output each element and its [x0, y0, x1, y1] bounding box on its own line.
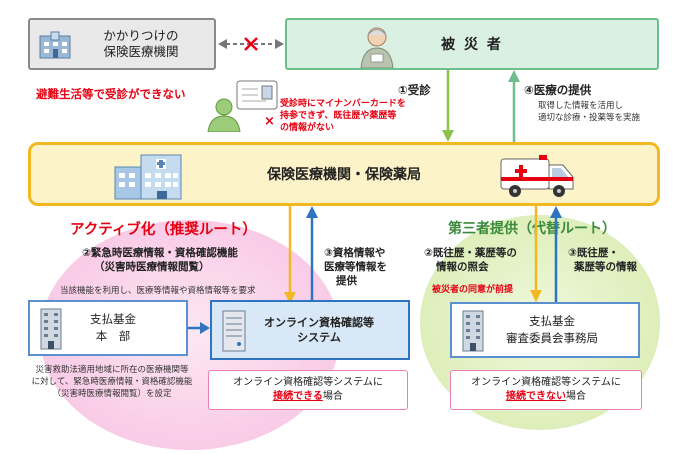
cannot-visit-text: 避難生活等で受診ができない [36, 87, 186, 101]
online-system-line2: システム [297, 331, 341, 344]
committee-building-icon [462, 310, 484, 356]
online-system-line1: オンライン資格確認等 [264, 316, 374, 329]
visit-label: ①受診 [398, 83, 431, 97]
alternative-route-title: 第三者提供（代替ルート） [448, 221, 616, 237]
hospital-icon [38, 30, 72, 64]
card-note-line3: の情報がない [280, 123, 335, 133]
hospital-building-icon [111, 151, 185, 205]
left-step3-line1: ③資格情報や [324, 247, 386, 259]
mynumber-card-icon [236, 80, 278, 114]
right-step3-label: ③既往歴・ 薬歴等の情報 [568, 246, 637, 274]
card-note: 受診時にマイナンバーカードを 持参できず、既往歴や薬歴等 の情報がない [280, 98, 406, 134]
fund-note-line1: 災害救助法適用地域に所在の医療機関等 [35, 365, 189, 375]
fund-hq-box: 支払基金 本 部 [28, 300, 188, 356]
care-arrow [508, 70, 520, 142]
fund-hq-line1: 支払基金 [90, 312, 136, 326]
connectable-rest: 場合 [322, 391, 343, 402]
care-label: ④医療の提供 [524, 83, 592, 97]
victim-label: 被 災 者 [441, 37, 503, 53]
left-step2-line1: ②緊急時医療情報・資格確認機能 [82, 247, 238, 259]
not-connectable-strong: 接続できない [505, 391, 566, 402]
not-connectable-rest: 場合 [565, 391, 586, 402]
medical-institution-label: 保険医療機関・保険薬局 [267, 167, 421, 183]
left-step3-line2: 医療等情報を [324, 261, 387, 273]
medical-institution-box: 保険医療機関・保険薬局 [28, 142, 660, 206]
not-connectable-line1: オンライン資格確認等システムに [471, 377, 621, 388]
care-note-line2: 適切な診療・投薬等を実施 [538, 113, 641, 123]
committee-line2: 審査委員会事務局 [506, 331, 598, 345]
online-system-box: オンライン資格確認等 システム [210, 300, 410, 360]
not-connectable-box: オンライン資格確認等システムに 接続できない場合 [450, 370, 642, 410]
left-request-arrow [284, 206, 296, 304]
clinic-label-line2: 保険医療機関 [103, 44, 179, 59]
right-step2-line1: ②既往歴・薬歴等の [424, 247, 517, 259]
left-response-arrow [306, 206, 318, 304]
right-step3-line2: 薬歴等の情報 [574, 261, 637, 273]
fund-note: 災害救助法適用地域に所在の医療機関等 に対して、緊急時医療情報・資格確認機能 （… [24, 364, 200, 400]
right-step3-line1: ③既往歴・ [568, 247, 619, 259]
left-step3-line3: 提供 [336, 275, 357, 287]
left-step2-label: ②緊急時医療情報・資格確認機能 （災害時医療情報閲覧） [82, 246, 238, 274]
office-building-icon [40, 308, 62, 354]
right-request-arrow [530, 206, 542, 302]
victim-box: 被 災 者 [285, 18, 659, 70]
recommended-route-title: アクティブ化（推奨ルート） [70, 222, 257, 238]
care-note: 取得した情報を活用し 適切な診療・投薬等を実施 [538, 100, 640, 124]
card-note-line1: 受診時にマイナンバーカードを [280, 99, 406, 109]
fund-to-system-arrow [188, 322, 210, 334]
clinic-box: かかりつけの 保険医療機関 [28, 18, 216, 70]
connectable-strong: 接続できる [273, 391, 323, 402]
consent-note: 被災者の同意が前提 [432, 285, 514, 295]
left-step3-label: ③資格情報や 医療等情報を 提供 [324, 246, 387, 288]
cross-mark-icon: × [264, 114, 275, 129]
connectable-line1: オンライン資格確認等システムに [233, 377, 383, 388]
fund-hq-line2: 本 部 [95, 329, 131, 343]
card-note-line2: 持参できず、既往歴や薬歴等 [280, 111, 397, 121]
connectable-box: オンライン資格確認等システムに 接続できる場合 [208, 370, 408, 410]
committee-box: 支払基金 審査委員会事務局 [450, 302, 640, 358]
no-access-arrow [218, 37, 284, 51]
right-step2-label: ②既往歴・薬歴等の 情報の照会 [424, 246, 517, 274]
ambulance-icon [499, 153, 575, 203]
committee-line1: 支払基金 [529, 314, 575, 328]
fund-note-line2: に対して、緊急時医療情報・資格確認機能 [31, 377, 193, 387]
right-response-arrow [550, 206, 562, 302]
right-step2-line2: 情報の照会 [436, 261, 489, 273]
server-icon [222, 310, 246, 356]
clinic-label-line1: かかりつけの [103, 28, 179, 43]
care-note-line1: 取得した情報を活用し [538, 101, 624, 111]
elderly-person-icon [357, 24, 397, 72]
left-step2-line2: （災害時医療情報閲覧） [94, 261, 210, 273]
left-step2-note: 当該機能を利用し、医療等情報や資格情報等を要求 [60, 286, 256, 296]
person-icon [206, 98, 242, 136]
visit-arrow [442, 70, 454, 142]
fund-note-line3: （災害時医療情報閲覧）を設定 [52, 389, 172, 399]
